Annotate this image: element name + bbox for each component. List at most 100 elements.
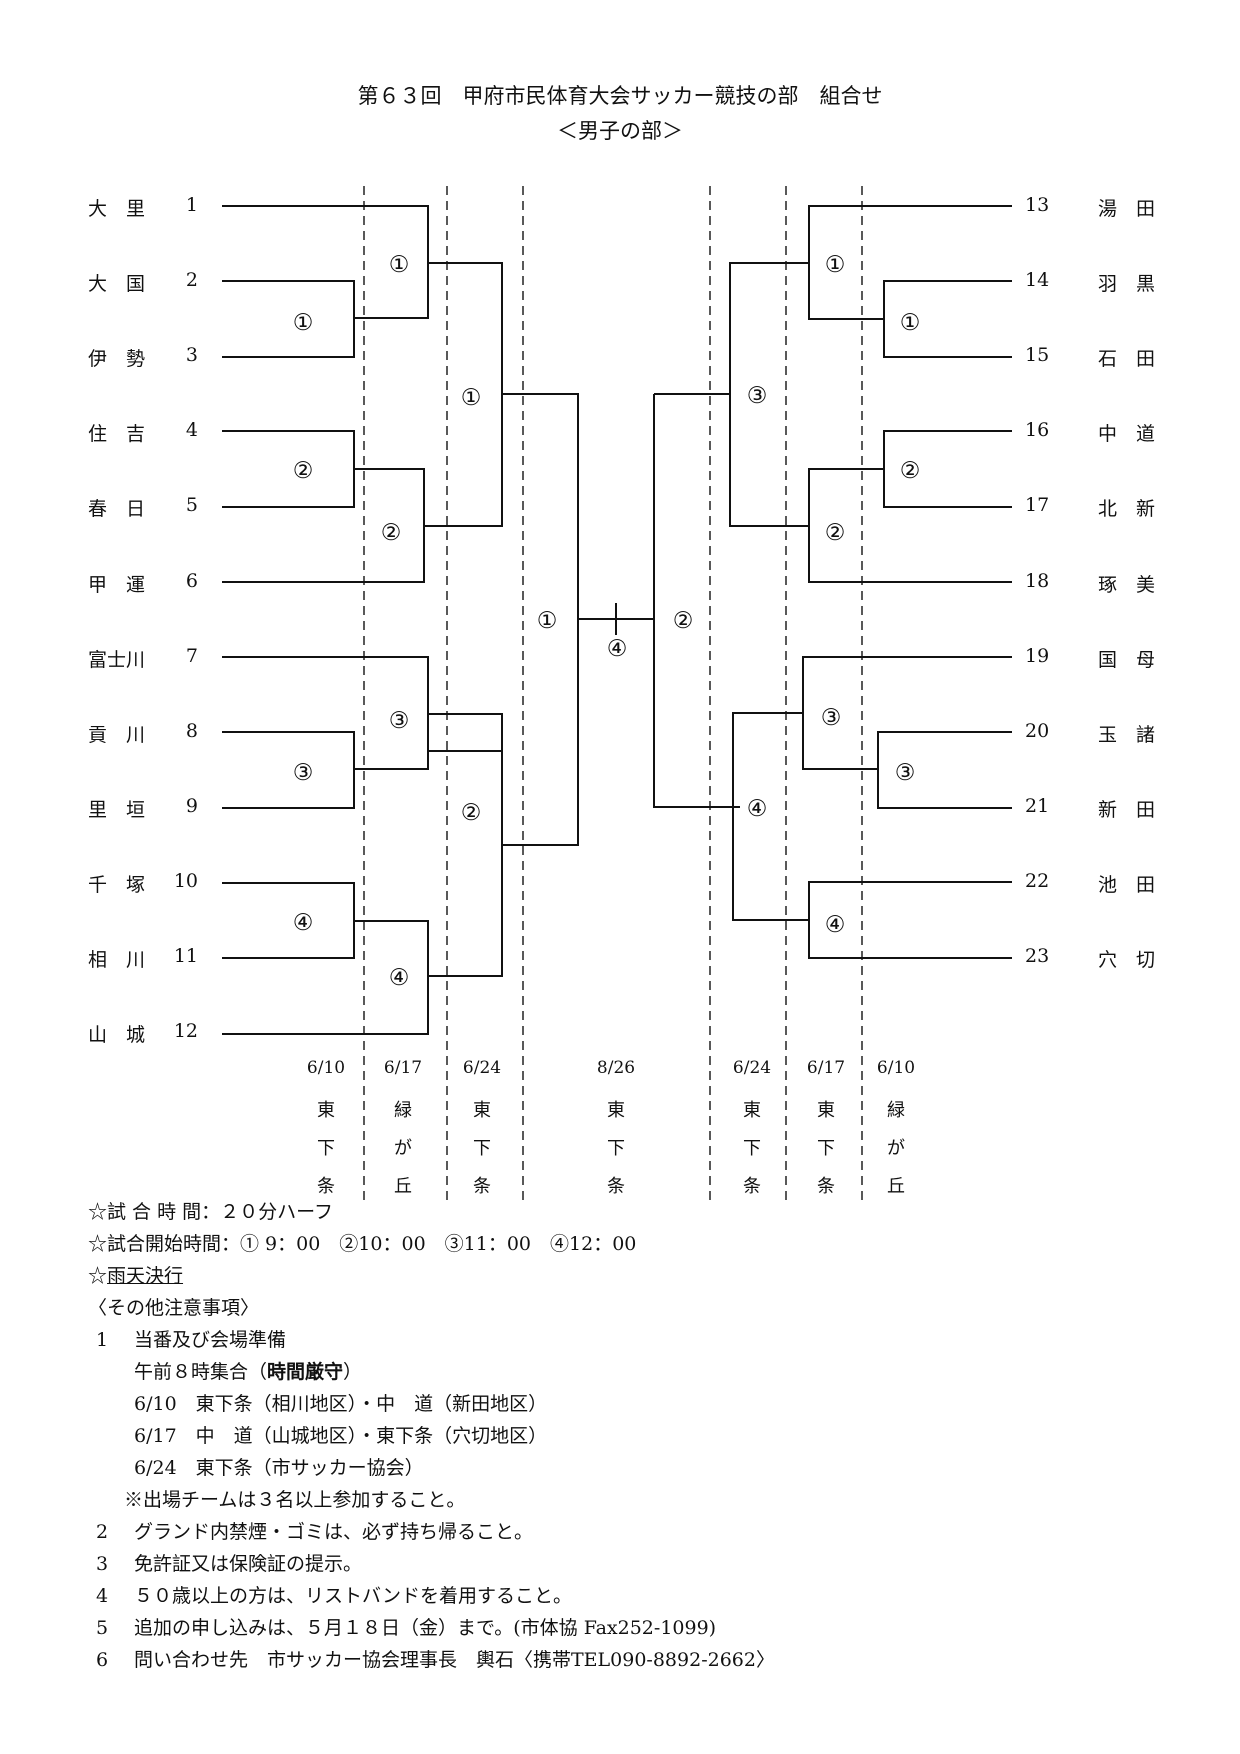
match-marker: ③ [292, 760, 314, 786]
team-name: 湯 田 [1097, 198, 1155, 220]
match-marker: ② [460, 800, 482, 826]
schedule-venue-char: 東 [817, 1100, 835, 1121]
team-name: 国 母 [1097, 648, 1155, 671]
rain-note: ☆雨天決行 [88, 1260, 1188, 1292]
match-marker: ④ [388, 965, 410, 991]
note-text: 問い合わせ先 市サッカー協会理事長 輿石〈携帯TEL090-8892-2662〉 [134, 1649, 775, 1671]
team-name: 春 日 [88, 498, 146, 521]
team-number: 1 [185, 194, 198, 216]
schedule-date: 6/17 [806, 1058, 846, 1078]
note-number: 4 [96, 1585, 109, 1607]
note-item-1e: ※出場チームは３名以上参加すること。 [124, 1489, 466, 1511]
line-team-2-3 [222, 280, 355, 358]
team-name: 穴 切 [1097, 949, 1155, 971]
team-name: 新 田 [1097, 798, 1155, 821]
schedule-venue-char: 東 [317, 1100, 335, 1121]
note-item-1c: 6/17 中 道（山城地区）・東下条（穴切地区） [134, 1425, 548, 1447]
match-marker: ① [460, 385, 482, 411]
team-name: 伊 勢 [88, 348, 146, 371]
schedule-venue-char: 下 [817, 1138, 835, 1159]
note-text: ） [343, 1361, 363, 1383]
team-name: 中 道 [1097, 423, 1155, 446]
schedule-column: 8/26 東 下 条 [586, 1058, 646, 1210]
team-number: 3 [185, 344, 198, 367]
note-item-4: 4 ５０歳以上の方は、リストバンドを着用すること。 [88, 1580, 1188, 1612]
line-l-r3-2 [428, 713, 503, 845]
match-marker: ② [292, 458, 314, 484]
match-marker: ④ [824, 912, 846, 938]
team-number: 20 [1025, 719, 1050, 742]
match-time-note: ☆試 合 時 間：２０分ハーフ [88, 1201, 333, 1223]
team-number: 12 [173, 1020, 198, 1043]
team-number: 5 [185, 494, 198, 517]
match-marker: ① [899, 310, 921, 336]
note-number: 1 [96, 1329, 109, 1351]
team-number: 6 [185, 569, 198, 592]
tournament-bracket [222, 186, 1012, 1205]
team-name: 池 田 [1097, 873, 1155, 896]
team-number: 13 [1025, 194, 1050, 216]
rain-prefix: ☆ [88, 1265, 108, 1287]
match-marker: ② [899, 458, 921, 484]
line-team-20-21 [877, 731, 1012, 809]
schedule-date: 6/24 [732, 1058, 772, 1078]
schedule-venue-char: が [394, 1138, 412, 1159]
team-number: 11 [173, 945, 198, 967]
schedule-venue-char: が [887, 1138, 905, 1159]
schedule-venue-char: 条 [317, 1176, 335, 1197]
note-text: 追加の申し込みは、５月１８日（金）まで。(市体協 Fax252-1099) [134, 1617, 717, 1639]
match-marker: ① [292, 310, 314, 336]
team-name: 相 川 [88, 949, 146, 971]
team-number: 18 [1025, 569, 1050, 592]
schedule-column: 6/24 東 下 条 [452, 1058, 512, 1210]
schedule-date: 6/24 [462, 1058, 502, 1078]
note-item-2: 2 グランド内禁煙・ゴミは、必ず持ち帰ること。 [88, 1516, 1188, 1548]
team-name: 富士川 [88, 648, 146, 671]
schedule-date: 6/10 [306, 1058, 346, 1078]
line-r-r3-1 [654, 262, 809, 395]
match-marker: ④ [606, 636, 628, 662]
team-name: 玉 諸 [1097, 723, 1155, 746]
match-marker: ② [380, 520, 402, 546]
notes-section: ☆試 合 時 間：２０分ハーフ ☆試合開始時間：① 9：00 ②10：00 ③1… [88, 1196, 1188, 1676]
team-name: 石 田 [1097, 348, 1155, 371]
match-marker: ④ [746, 796, 768, 822]
note-item-1b: 6/10 東下条（相川地区）・中 道（新田地区） [134, 1393, 548, 1415]
schedule-date: 6/17 [383, 1058, 423, 1078]
match-marker: ④ [292, 910, 314, 936]
note-text: ５０歳以上の方は、リストバンドを着用すること。 [134, 1585, 572, 1607]
schedule-venue-char: 東 [607, 1100, 625, 1121]
note-text: グランド内禁煙・ゴミは、必ず持ち帰ること。 [134, 1521, 534, 1543]
team-number: 8 [185, 719, 198, 742]
schedule-venue-char: 丘 [887, 1176, 905, 1197]
schedule-column: 6/17 東 下 条 [796, 1058, 856, 1210]
note-number: 5 [96, 1617, 109, 1639]
line-team-14-15 [883, 280, 1012, 358]
schedule-venue-char: 条 [817, 1176, 835, 1197]
note-number: 2 [96, 1521, 109, 1543]
schedule-column: 6/10 東 下 条 [296, 1058, 356, 1210]
team-name: 琢 美 [1097, 573, 1155, 596]
match-marker: ③ [820, 705, 842, 731]
note-number: 6 [96, 1649, 109, 1671]
other-notes-header: 〈その他注意事項〉 [88, 1297, 260, 1319]
match-marker: ① [536, 608, 558, 634]
schedule-venue-char: 下 [607, 1138, 625, 1159]
team-number: 15 [1025, 344, 1050, 367]
schedule-venue-char: 下 [317, 1138, 335, 1159]
line-l-r3-2b [428, 845, 503, 977]
team-number: 2 [185, 269, 198, 292]
team-name: 羽 黒 [1097, 273, 1155, 296]
team-name: 住 吉 [88, 423, 146, 446]
schedule-venue-char: 丘 [394, 1176, 412, 1197]
team-number: 16 [1025, 419, 1050, 442]
line-r-r3-2 [732, 712, 809, 921]
line-team-22-23 [808, 881, 1012, 959]
team-name: 北 新 [1097, 498, 1155, 521]
note-item-1d: 6/24 東下条（市サッカー協会） [134, 1457, 424, 1479]
line-r-r3-1b [729, 394, 809, 527]
note-text: 免許証又は保険証の提示。 [134, 1553, 363, 1575]
line-l-r3-1 [424, 394, 503, 527]
